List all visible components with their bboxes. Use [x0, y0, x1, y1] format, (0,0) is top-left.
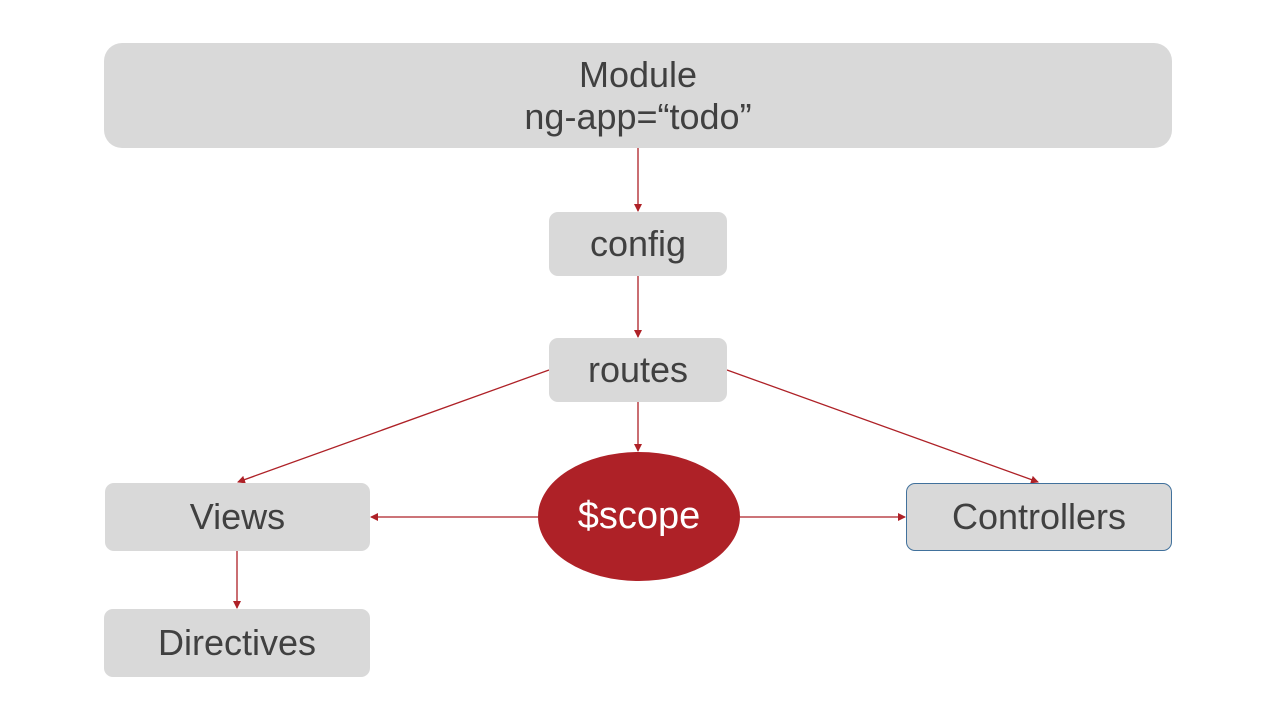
config-node: config: [549, 212, 727, 276]
module-title: Module: [578, 54, 698, 96]
module-node: Module ng-app=“todo”: [104, 43, 1172, 148]
directives-label: Directives: [157, 622, 317, 664]
config-label: config: [589, 223, 687, 265]
routes-label: routes: [587, 349, 689, 391]
scope-label: $scope: [577, 494, 701, 537]
routes-node: routes: [549, 338, 727, 402]
controllers-node: Controllers: [906, 483, 1172, 551]
scope-node: $scope: [538, 452, 740, 581]
directives-node: Directives: [104, 609, 370, 677]
arrow-routes-to-controllers: [726, 369, 1039, 484]
views-label: Views: [189, 496, 286, 538]
controllers-label: Controllers: [951, 496, 1127, 538]
views-node: Views: [105, 483, 370, 551]
arrow-routes-to-views: [237, 369, 550, 484]
module-ng-app: ng-app=“todo”: [524, 95, 752, 137]
